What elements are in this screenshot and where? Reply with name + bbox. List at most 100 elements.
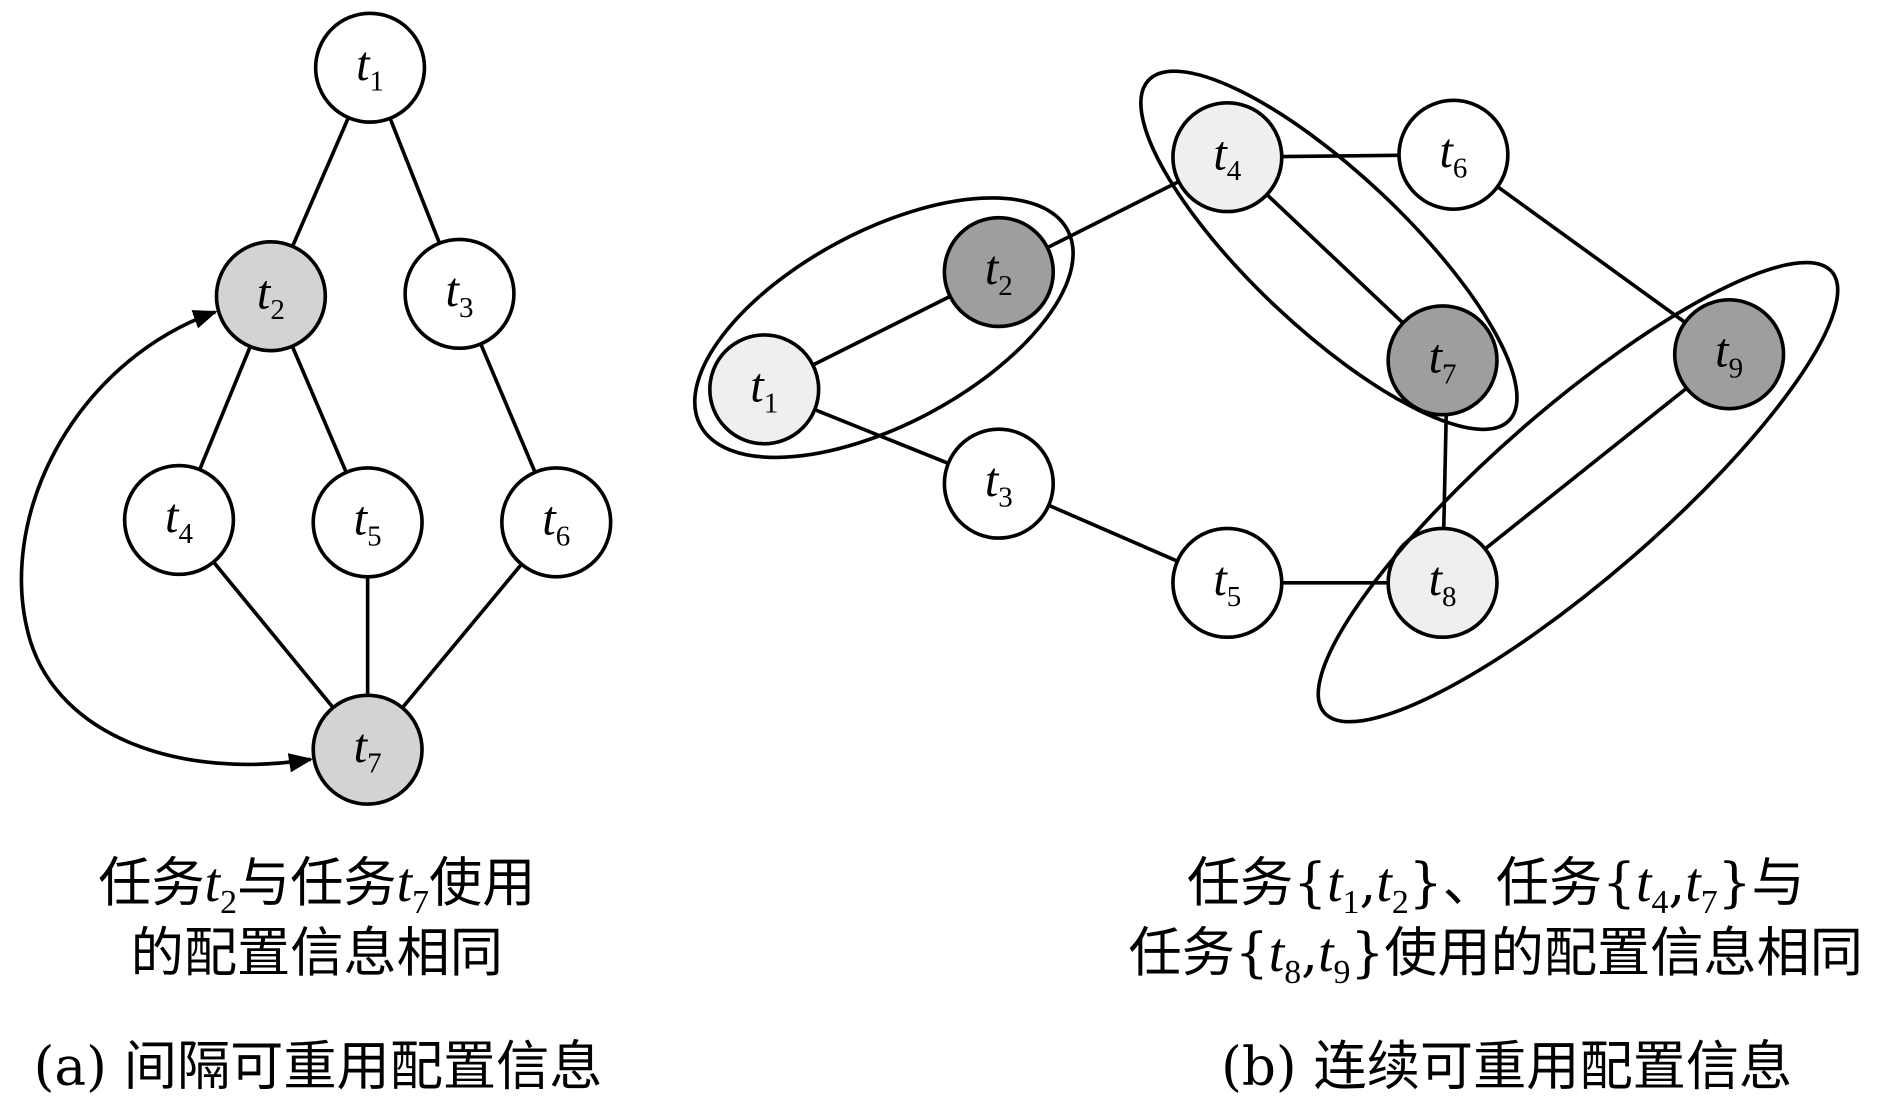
math-variable: t bbox=[1429, 553, 1444, 606]
math-subscript: 4 bbox=[1651, 884, 1668, 921]
node-circle bbox=[1171, 526, 1284, 640]
math-variable: t bbox=[1439, 125, 1454, 178]
caption-b-line1: 任务{t1,t2}、任务{t4,t7}与 bbox=[1187, 852, 1805, 921]
panel-b-group-ellipses bbox=[692, 69, 1840, 724]
caption-text-segment: }与 bbox=[1718, 852, 1805, 914]
node-a-t7: t7 bbox=[311, 693, 424, 806]
subcaption-a: (a) 间隔可重用配置信息 bbox=[34, 1036, 603, 1098]
math-subscript: 9 bbox=[1729, 352, 1744, 384]
node-circle bbox=[403, 237, 516, 351]
node-circle bbox=[500, 466, 613, 579]
math-subscript: 8 bbox=[1442, 581, 1457, 613]
math-variable: t bbox=[1685, 852, 1702, 914]
node-circle bbox=[214, 240, 328, 353]
node-b-t2: t2 bbox=[942, 215, 1056, 329]
node-label: t5 bbox=[354, 492, 382, 552]
node-circle bbox=[122, 463, 236, 577]
math-variable: t bbox=[1429, 330, 1444, 383]
node-circle bbox=[311, 466, 424, 579]
math-variable: t bbox=[1213, 127, 1228, 180]
panel-b-graph: t1 t2 t3 t4 t5 t6 t7 t8 bbox=[692, 69, 1840, 724]
node-label: t6 bbox=[542, 492, 570, 552]
node-label: t1 bbox=[750, 359, 778, 419]
math-subscript: 6 bbox=[1453, 153, 1468, 185]
edge-b-t6-t9 bbox=[1452, 153, 1731, 356]
math-variable: t bbox=[1715, 324, 1730, 377]
node-circle bbox=[942, 427, 1056, 540]
math-subscript: 2 bbox=[220, 884, 237, 921]
node-label: t2 bbox=[985, 242, 1013, 302]
node-a-t6: t6 bbox=[500, 466, 613, 579]
math-variable: t bbox=[205, 852, 222, 914]
math-subscript: 1 bbox=[1343, 884, 1360, 921]
node-circle bbox=[311, 693, 424, 806]
math-subscript: 1 bbox=[764, 387, 779, 419]
math-subscript: 3 bbox=[459, 292, 473, 324]
math-subscript: 6 bbox=[556, 520, 571, 552]
math-variable: t bbox=[750, 359, 765, 412]
math-subscript: 2 bbox=[270, 294, 285, 326]
node-b-t1: t1 bbox=[708, 333, 821, 446]
node-label: t1 bbox=[356, 38, 384, 98]
math-subscript: 4 bbox=[178, 518, 193, 550]
node-circle bbox=[1171, 100, 1284, 214]
math-variable: t bbox=[1327, 852, 1344, 914]
caption-a-line2: 的配置信息相同 bbox=[131, 922, 503, 984]
node-b-t5: t5 bbox=[1171, 526, 1284, 640]
node-label: t4 bbox=[165, 490, 193, 550]
caption-text-segment: 使用 bbox=[429, 852, 535, 914]
caption-text-segment: 与任务 bbox=[237, 852, 397, 914]
node-a-t3: t3 bbox=[403, 237, 516, 351]
node-b-t7: t7 bbox=[1386, 304, 1499, 417]
node-b-t6: t6 bbox=[1397, 98, 1510, 211]
node-b-t4: t4 bbox=[1171, 100, 1284, 214]
node-label: t7 bbox=[354, 720, 382, 780]
math-subscript: 2 bbox=[998, 270, 1012, 302]
caption-text-segment: 任务{ bbox=[1129, 922, 1269, 984]
node-label: t6 bbox=[1439, 125, 1467, 185]
group-ellipse-t1-t2 bbox=[692, 196, 1075, 460]
caption-text-segment: 任务 bbox=[98, 852, 204, 914]
math-variable: t bbox=[354, 720, 369, 773]
node-a-t2: t2 bbox=[214, 240, 328, 353]
panel-a-edges bbox=[177, 66, 558, 751]
node-label: t8 bbox=[1429, 553, 1457, 613]
node-b-t8: t8 bbox=[1386, 526, 1499, 640]
math-subscript: 7 bbox=[1442, 358, 1457, 390]
node-label: t2 bbox=[257, 266, 285, 326]
math-variable: t bbox=[356, 38, 371, 91]
caption-text-segment: , bbox=[1359, 852, 1376, 914]
subcaption-b: (b) 连续可重用配置信息 bbox=[1221, 1036, 1792, 1098]
node-circle bbox=[1672, 298, 1786, 411]
math-variable: t bbox=[354, 492, 369, 545]
node-circle bbox=[1386, 526, 1499, 640]
caption-b-line2: 任务{t8,t9}使用的配置信息相同 bbox=[1129, 922, 1863, 991]
math-subscript: 7 bbox=[1701, 884, 1718, 921]
caption-text-segment: , bbox=[1668, 852, 1685, 914]
panel-a-graph: t1 t2 t3 t4 t5 t6 t7 bbox=[19, 11, 613, 806]
node-circle bbox=[942, 215, 1056, 329]
math-variable: t bbox=[542, 492, 557, 545]
node-circle bbox=[313, 11, 427, 124]
node-label: t5 bbox=[1213, 553, 1241, 613]
node-circle bbox=[1386, 304, 1499, 417]
math-subscript: 7 bbox=[412, 884, 429, 921]
math-variable: t bbox=[1318, 922, 1335, 984]
math-subscript: 5 bbox=[1227, 581, 1242, 613]
caption-a-line1: 任务t2与任务t7使用 bbox=[98, 852, 535, 921]
math-subscript: 1 bbox=[370, 66, 385, 98]
group-ellipse-t4-t7 bbox=[1139, 69, 1519, 432]
math-variable: t bbox=[397, 852, 414, 914]
math-subscript: 3 bbox=[998, 482, 1012, 514]
math-subscript: 5 bbox=[367, 520, 382, 552]
math-variable: t bbox=[985, 454, 1000, 507]
node-label: t9 bbox=[1715, 324, 1743, 384]
node-label: t3 bbox=[446, 264, 474, 324]
edge-b-t8-t9 bbox=[1441, 352, 1731, 585]
math-variable: t bbox=[985, 242, 1000, 295]
math-variable: t bbox=[1636, 852, 1653, 914]
node-label: t4 bbox=[1213, 127, 1241, 187]
node-label: t7 bbox=[1429, 330, 1457, 390]
math-variable: t bbox=[165, 490, 180, 543]
